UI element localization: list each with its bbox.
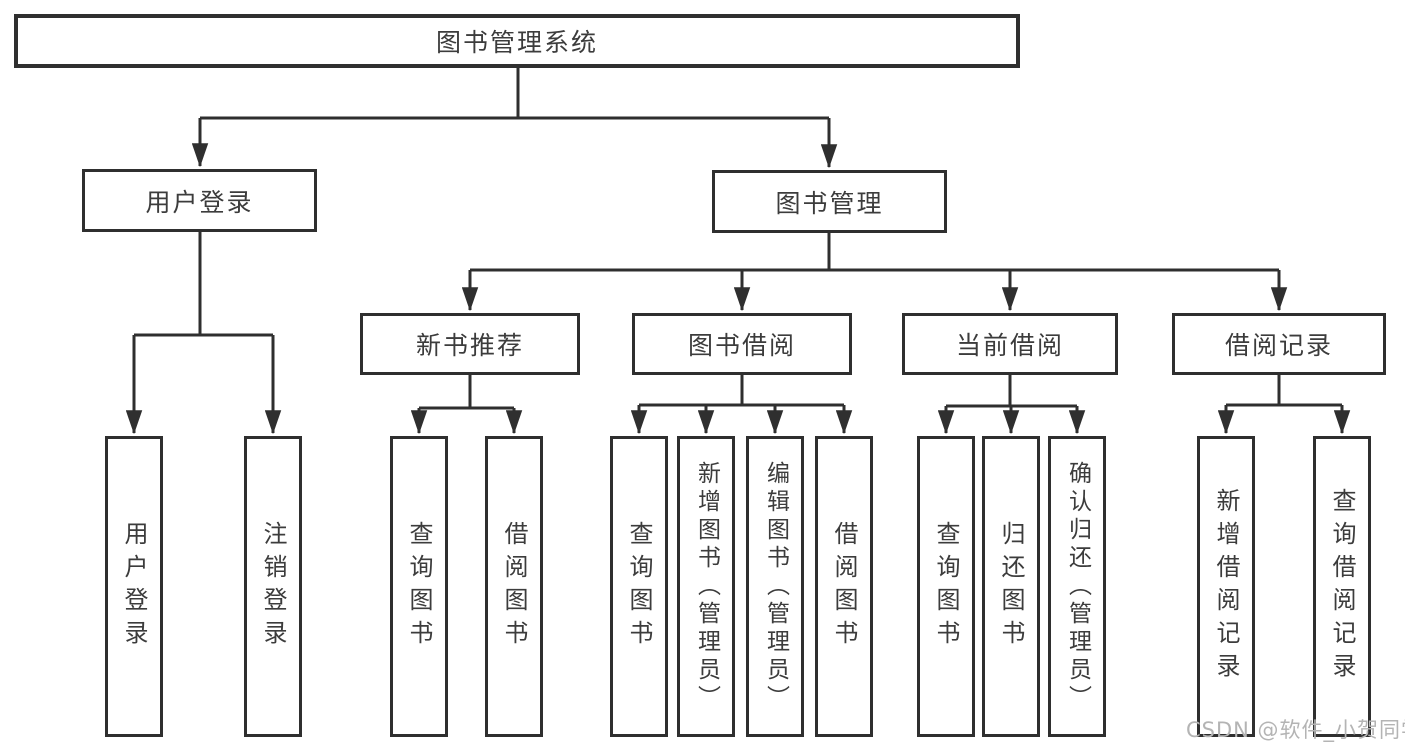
node-label: 当前借阅: [955, 331, 1064, 360]
node-label: 图书管理系统: [435, 28, 598, 57]
node-label: 新书推荐: [415, 331, 524, 360]
node-book-borrowing: 图书借阅: [632, 313, 852, 375]
node-label: 借阅记录: [1224, 331, 1333, 360]
node-leaf-query-borrow-record: 查询借阅记录: [1313, 436, 1371, 737]
node-label: 新增借阅记录: [1212, 487, 1240, 686]
node-label: 用户登录: [145, 187, 254, 217]
node-new-book-recommendation: 新书推荐: [360, 313, 580, 375]
node-label: 查询图书: [405, 520, 433, 653]
node-borrowing-records: 借阅记录: [1172, 313, 1386, 375]
node-library-management-system: 图书管理系统: [14, 14, 1020, 68]
csdn-watermark: CSDN @软件_小贺同学: [1186, 718, 1405, 742]
node-leaf-query-book-current: 查询图书: [917, 436, 975, 737]
node-leaf-borrow-book-recommend: 借阅图书: [485, 436, 543, 737]
node-leaf-query-book-borrowing: 查询图书: [610, 436, 668, 737]
node-label: 查询图书: [625, 520, 653, 653]
node-label: 用户登录: [120, 520, 148, 653]
node-label: 查询图书: [932, 520, 960, 653]
node-leaf-user-login: 用户登录: [105, 436, 163, 737]
node-label: 查询借阅记录: [1328, 487, 1356, 686]
node-leaf-query-book-recommend: 查询图书: [390, 436, 448, 737]
node-label: 图书管理: [775, 188, 884, 218]
node-leaf-borrow-book: 借阅图书: [815, 436, 873, 737]
node-leaf-add-book-admin: 新增图书（管理员）: [677, 436, 735, 737]
node-label: 新增图书（管理员）: [693, 460, 720, 713]
node-leaf-add-borrow-record: 新增借阅记录: [1197, 436, 1255, 737]
node-leaf-logout: 注销登录: [244, 436, 302, 737]
node-user-login: 用户登录: [82, 169, 317, 232]
node-leaf-confirm-return-admin: 确认归还（管理员）: [1048, 436, 1106, 737]
node-label: 借阅图书: [500, 520, 528, 653]
node-label: 借阅图书: [830, 520, 858, 653]
node-label: 确认归还（管理员）: [1064, 460, 1091, 713]
node-current-borrowing: 当前借阅: [902, 313, 1118, 375]
node-leaf-return-book: 归还图书: [982, 436, 1040, 737]
node-book-management: 图书管理: [712, 170, 947, 233]
node-label: 归还图书: [997, 520, 1025, 653]
node-label: 图书借阅: [687, 331, 796, 360]
node-label: 注销登录: [259, 520, 287, 653]
node-leaf-edit-book-admin: 编辑图书（管理员）: [746, 436, 804, 737]
node-label: 编辑图书（管理员）: [762, 460, 789, 713]
